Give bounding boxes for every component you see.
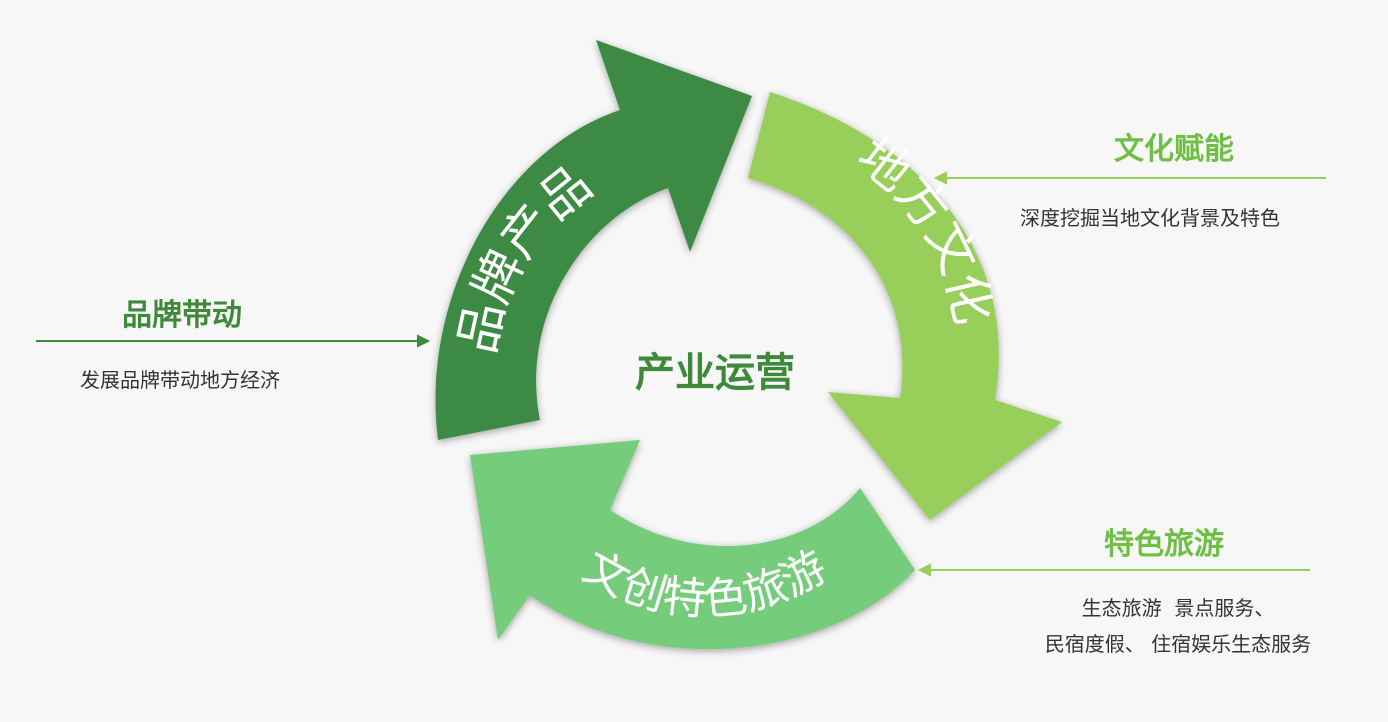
arrow-local-culture <box>748 92 1062 520</box>
right-bottom-title: 特色旅游 <box>1104 527 1224 562</box>
right-bottom-description-line1: 生态旅游 景点服务、 <box>1081 596 1275 620</box>
left-connector <box>36 334 431 348</box>
right-top-description-text: 深度挖掘当地文化背景及特色 <box>1020 206 1280 230</box>
left-title: 品牌带动 <box>122 298 242 333</box>
right-bottom-connector <box>917 563 1310 577</box>
arrow-cultural-tourism <box>470 440 915 650</box>
right-top-title: 文化赋能 <box>1114 132 1234 167</box>
right-top-connector <box>933 171 1326 185</box>
left-description: 发展品牌带动地方经济 <box>80 362 280 398</box>
right-bottom-description: 生态旅游 景点服务、 民宿度假、 住宿娱乐生态服务 <box>1030 590 1326 662</box>
right-top-description: 深度挖掘当地文化背景及特色 <box>1020 200 1280 236</box>
left-description-text: 发展品牌带动地方经济 <box>80 368 280 392</box>
center-label: 产业运营 <box>635 350 795 396</box>
right-bottom-description-line2: 民宿度假、 住宿娱乐生态服务 <box>1044 632 1312 656</box>
arrow-brand-product <box>435 40 752 440</box>
